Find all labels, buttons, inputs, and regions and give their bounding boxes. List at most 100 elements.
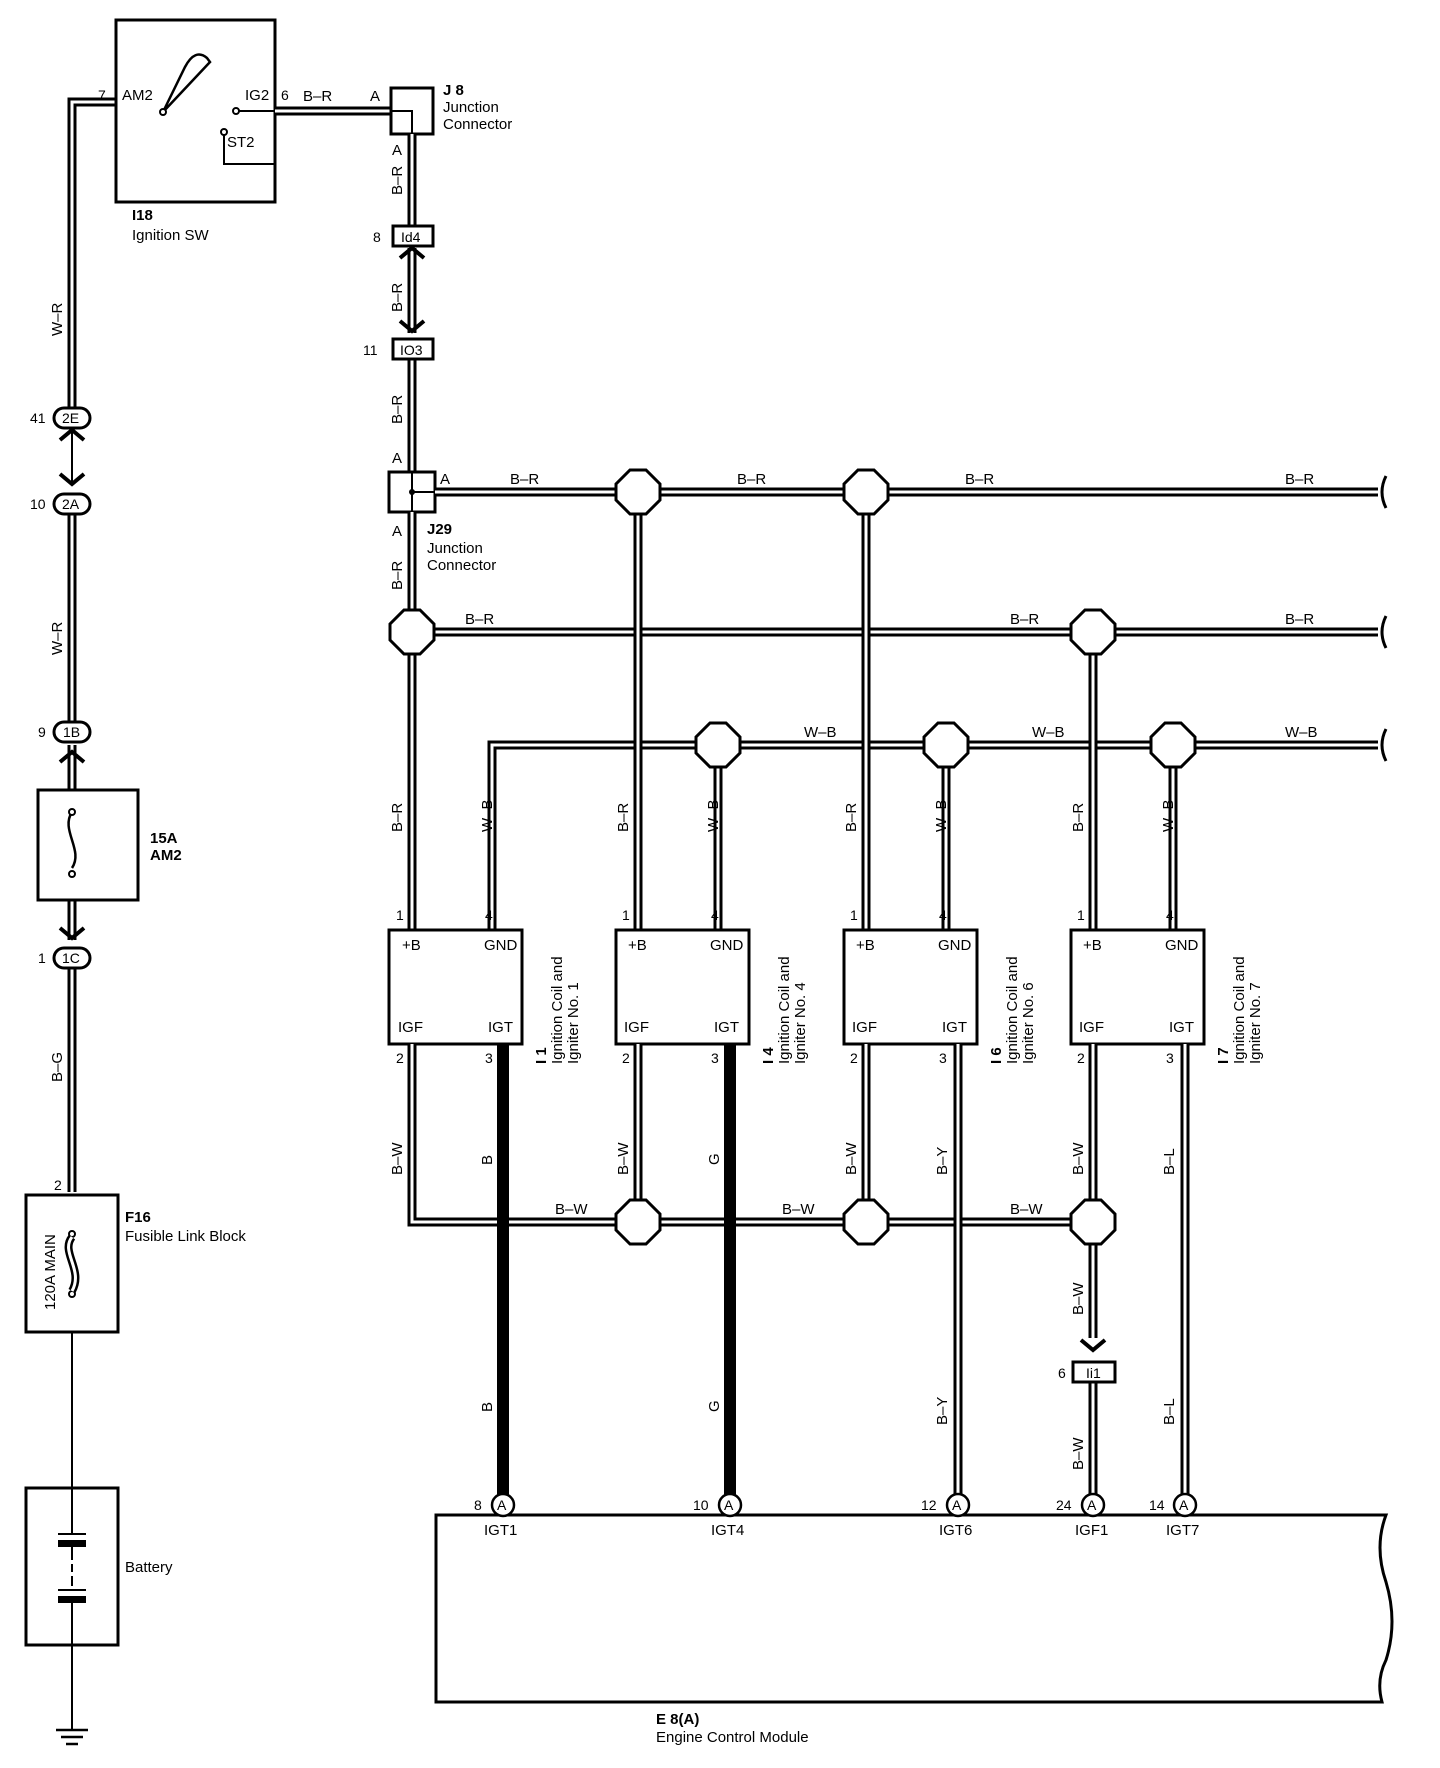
ecm-t2-pin: 10	[693, 1497, 709, 1513]
coil1-name1: Ignition Coil and	[549, 956, 566, 1064]
coil1-igt: IGT	[488, 1019, 513, 1036]
bw-down-label-1: B–W	[1070, 1282, 1087, 1315]
id4-connector	[391, 224, 435, 248]
io3-connector	[391, 337, 435, 361]
bus1-label-b: B–R	[737, 471, 766, 488]
fusible-rating: 120A MAIN	[42, 1234, 59, 1310]
bus2-label-c: B–R	[1285, 611, 1314, 628]
coil6-name1: Ignition Coil and	[1004, 956, 1021, 1064]
j29-code: J29	[427, 521, 452, 538]
fuse-am2-name: AM2	[150, 847, 182, 864]
j8-term-a-left: A	[370, 88, 380, 105]
ignition-switch	[114, 18, 277, 204]
fusible-pin: 2	[54, 1177, 62, 1193]
connector-1c	[52, 946, 92, 970]
bus-break-marks	[1380, 475, 1388, 762]
coil6-name2: Igniter No. 6	[1020, 982, 1037, 1064]
j8-term-a-bottom: A	[392, 142, 402, 159]
coil6-pin3: 3	[939, 1050, 947, 1066]
arrow-1c	[58, 926, 86, 941]
ecm-terminal-circles	[490, 1492, 1198, 1518]
coil7-igf: IGF	[1079, 1019, 1104, 1036]
coil1-wb-label: W–B	[479, 799, 496, 832]
coil7-name1: Ignition Coil and	[1231, 956, 1248, 1064]
ecm-t4-conn: A	[1087, 1497, 1097, 1513]
ecm-t2-name: IGT4	[711, 1522, 744, 1539]
coil7-pin4: 4	[1166, 907, 1174, 923]
j8-connector	[389, 86, 435, 136]
ii1-label: Ii1	[1086, 1365, 1101, 1381]
coil4-code: I 4	[760, 1047, 777, 1064]
coil4-igt: IGT	[714, 1019, 739, 1036]
coil7-pin2: 2	[1077, 1050, 1085, 1066]
bus-bw	[407, 1044, 1098, 1505]
ecm-t1-name: IGT1	[484, 1522, 517, 1539]
splice-bw-a	[614, 1198, 662, 1246]
wb-label-b: W–B	[1032, 724, 1065, 741]
coil4-br-label: B–R	[615, 803, 632, 832]
coil7-plusb: +B	[1083, 937, 1102, 954]
bw-bus-label-c: B–W	[1010, 1201, 1043, 1218]
coil6-pin1: 1	[850, 907, 858, 923]
coil6-br-label: B–R	[843, 803, 860, 832]
igf1-bw-label: B–W	[389, 1142, 406, 1175]
ecm-t4-name: IGF1	[1075, 1522, 1108, 1539]
arrow-1b	[58, 749, 86, 764]
j29-term-a-bottom: A	[392, 523, 402, 540]
coil7-gnd: GND	[1165, 937, 1199, 954]
coil1-pin3: 3	[485, 1050, 493, 1066]
igt6-by-label-2: B–Y	[934, 1397, 951, 1425]
wb-label-a: W–B	[804, 724, 837, 741]
coil4-name2: Igniter No. 4	[792, 982, 809, 1064]
wr-label-mid: W–R	[49, 622, 66, 656]
bus1-label-a: B–R	[510, 471, 539, 488]
coil1-name2: Igniter No. 1	[565, 982, 582, 1064]
battery	[24, 1486, 120, 1647]
ignition-switch-name: Ignition SW	[132, 227, 210, 244]
coil1-igf: IGF	[398, 1019, 423, 1036]
coil6-gnd: GND	[938, 937, 972, 954]
j8-name-line2: Connector	[443, 116, 512, 133]
am2-pin-number: 7	[98, 87, 106, 103]
connector-2a	[52, 492, 92, 516]
c1b-pin: 9	[38, 724, 46, 740]
bus-wb	[487, 740, 1378, 930]
wire-label-br-1: B–R	[389, 166, 406, 195]
ii1-connector	[1071, 1360, 1117, 1384]
ecm-t5-conn: A	[1179, 1497, 1189, 1513]
ii1-pin: 6	[1058, 1365, 1066, 1381]
coil6-igt: IGT	[942, 1019, 967, 1036]
id4-pin: 8	[373, 229, 381, 245]
splice-br1-b	[842, 468, 890, 516]
coil-4	[614, 928, 751, 1046]
coil1-pin4: 4	[485, 907, 493, 923]
c2e-label: 2E	[62, 410, 79, 426]
coil4-pin1: 1	[622, 907, 630, 923]
igt4-g-label-1: G	[706, 1153, 723, 1165]
c2e-pin: 41	[30, 410, 46, 426]
coil7-code: I 7	[1215, 1047, 1232, 1064]
igf7-bw-label: B–W	[1070, 1142, 1087, 1175]
connector-1b	[52, 720, 92, 744]
fusible-link-block	[24, 1193, 120, 1334]
wire-label-ig2-br: B–R	[303, 88, 332, 105]
c1c-label: 1C	[62, 950, 80, 966]
igt1-b-label-2: B	[479, 1402, 496, 1412]
ecm-t2-conn: A	[724, 1497, 734, 1513]
splice-bw-b	[842, 1198, 890, 1246]
splice-br2-b	[1069, 608, 1117, 656]
coil4-pin2: 2	[622, 1050, 630, 1066]
coil-feed-verticals	[407, 492, 1178, 930]
splice-wb-a	[694, 721, 742, 769]
bw-bus-label-b: B–W	[782, 1201, 815, 1218]
ecm-t1-conn: A	[497, 1497, 507, 1513]
splice-br1-a	[614, 468, 662, 516]
coil1-pin1: 1	[396, 907, 404, 923]
coil4-plusb: +B	[628, 937, 647, 954]
j29-name-line2: Connector	[427, 557, 496, 574]
bus1-label-d: B–R	[1285, 471, 1314, 488]
io3-pin: 11	[363, 342, 378, 358]
coil6-pin2: 2	[850, 1050, 858, 1066]
j29-term-a-right: A	[440, 471, 450, 488]
coil1-code: I 1	[533, 1047, 550, 1064]
